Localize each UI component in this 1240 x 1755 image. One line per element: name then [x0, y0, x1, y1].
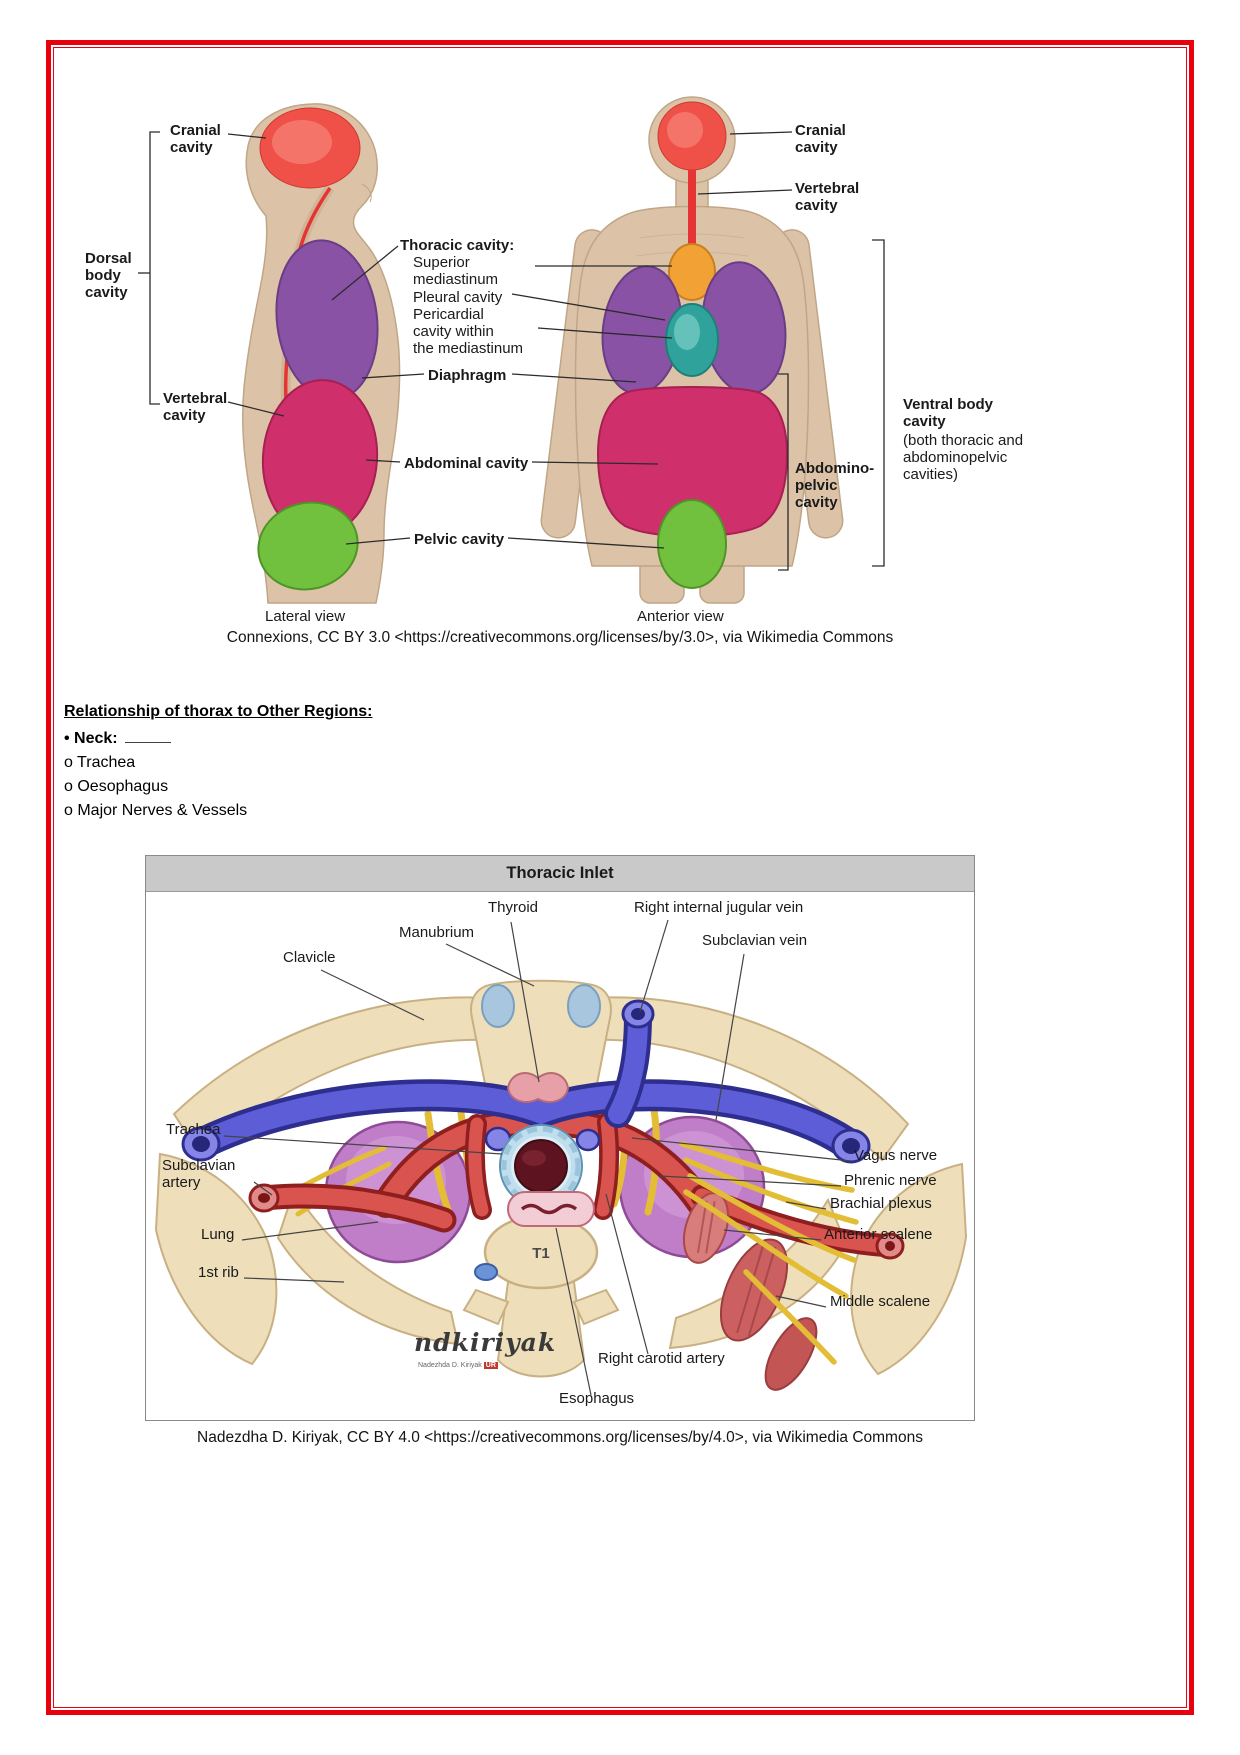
label-phrenic-nerve: Phrenic nerve	[844, 1172, 937, 1189]
label-abdominal-cavity: Abdominal cavity	[404, 455, 529, 472]
label-middle-scalene: Middle scalene	[830, 1293, 931, 1310]
label-trachea: Trachea	[166, 1121, 221, 1138]
notes-item-oesophagus: o Oesophagus	[64, 778, 169, 795]
label-lateral-view: Lateral view	[265, 608, 346, 625]
thoracic-inlet-illustration: T1	[154, 919, 968, 1396]
artist-signature-sub: Nadezhda D. Kiriyak UR	[418, 1362, 498, 1369]
label-clavicle: Clavicle	[283, 949, 336, 966]
artist-name: Nadezhda D. Kiriyak	[418, 1362, 482, 1369]
notes-item-nerves-vessels: o Major Nerves & Vessels	[64, 802, 248, 819]
label-pleural-cavity: Pleural cavity	[413, 289, 503, 306]
vertebral-canal	[474, 1263, 498, 1281]
label-first-rib: 1st rib	[198, 1264, 239, 1281]
anterior-body-figure	[540, 96, 844, 604]
label-thoracic-cavity: Thoracic cavity:	[400, 237, 515, 254]
label-vagus-nerve: Vagus nerve	[854, 1147, 938, 1164]
label-pericardial-cavity: Pericardial cavity within the mediastinu…	[413, 306, 524, 358]
label-right-carotid-artery: Right carotid artery	[598, 1350, 725, 1367]
label-anterior-scalene: Anterior scalene	[824, 1226, 933, 1243]
figure2-pointer-lines	[223, 919, 852, 1396]
figure2-title: Thoracic Inlet	[506, 864, 614, 882]
sternoclavicular-facet-left	[481, 984, 515, 1028]
artist-signature: ndkiriyak	[414, 1328, 557, 1357]
label-superior-mediastinum: Superior mediastinum	[413, 254, 499, 289]
notes-section: Relationship of thorax to Other Regions:…	[64, 700, 372, 823]
label-esophagus: Esophagus	[559, 1390, 635, 1407]
label-diaphragm: Diaphragm	[428, 367, 507, 384]
lateral-body-figure	[242, 103, 401, 604]
label-right-internal-jugular-vein: Right internal jugular vein	[634, 899, 804, 916]
body-cavities-illustration	[138, 96, 885, 604]
page-border	[46, 40, 1194, 1715]
body-cavities-figure: Cranial cavity Dorsal body cavity Verteb…	[80, 88, 1040, 628]
sternoclavicular-facet-right	[567, 984, 601, 1028]
label-ventral-body-cavity: Ventral body cavity	[903, 396, 994, 431]
thyroid-gland	[506, 1072, 570, 1103]
figure1-attribution: Connexions, CC BY 3.0 <https://creativec…	[226, 629, 894, 646]
figure2-title-bar: Thoracic Inlet	[146, 856, 974, 892]
notes-heading: Relationship of thorax to Other Regions:	[64, 703, 373, 720]
page-border-inner	[53, 47, 1187, 1708]
label-dorsal-body-cavity: Dorsal body cavity	[85, 250, 132, 302]
label-vertebral-cavity-left: Vertebral cavity	[163, 390, 228, 425]
label-pelvic-cavity: Pelvic cavity	[414, 531, 505, 548]
figure2-attribution: Nadezdha D. Kiriyak, CC BY 4.0 <https://…	[197, 1429, 923, 1446]
label-brachial-plexus: Brachial plexus	[830, 1195, 932, 1212]
label-cranial-cavity-right: Cranial cavity	[795, 122, 846, 157]
vein-stump-right	[575, 1128, 601, 1152]
label-subclavian-artery: Subclavian artery	[162, 1157, 236, 1192]
scalene-muscles	[682, 1192, 818, 1391]
figure1-pointer-lines	[138, 131, 885, 571]
brachial-plexus-right	[679, 1141, 859, 1365]
notes-item-trachea: o Trachea	[64, 754, 136, 771]
t1-vertebra-label: T1	[532, 1245, 550, 1262]
thoracic-inlet-figure: Thoracic Inlet	[145, 855, 975, 1421]
label-thyroid: Thyroid	[488, 899, 539, 916]
esophagus-section	[507, 1191, 595, 1227]
label-vertebral-cavity-right: Vertebral cavity	[795, 180, 860, 215]
notes-bullet-neck: • Neck:	[64, 727, 372, 751]
blank-underline	[124, 730, 171, 743]
trachea-ring	[499, 1124, 583, 1208]
label-manubrium: Manubrium	[399, 924, 475, 941]
label-lung: Lung	[201, 1226, 235, 1243]
neck-label: • Neck:	[64, 730, 118, 747]
label-ventral-body-cavity-sub: (both thoracic and abdominopelvic caviti…	[903, 432, 1024, 484]
label-abdominopelvic-cavity: Abdomino- pelvic cavity	[795, 460, 875, 512]
label-subclavian-vein: Subclavian vein	[702, 932, 808, 949]
label-anterior-view: Anterior view	[637, 608, 724, 625]
label-cranial-cavity-left: Cranial cavity	[170, 122, 221, 157]
ur-logo: UR	[483, 1362, 498, 1369]
